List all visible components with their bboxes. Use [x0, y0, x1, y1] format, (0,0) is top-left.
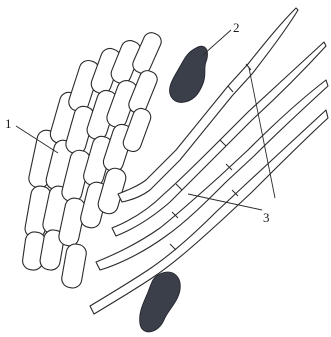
fiber-septum	[170, 244, 176, 250]
parenchyma-cell	[60, 243, 87, 290]
dark-granule-top	[170, 46, 208, 102]
leader-line-2	[203, 30, 231, 55]
callout-label-3: 3	[263, 210, 270, 225]
callout-label-2: 2	[233, 20, 240, 35]
callout-label-1: 1	[5, 116, 12, 131]
